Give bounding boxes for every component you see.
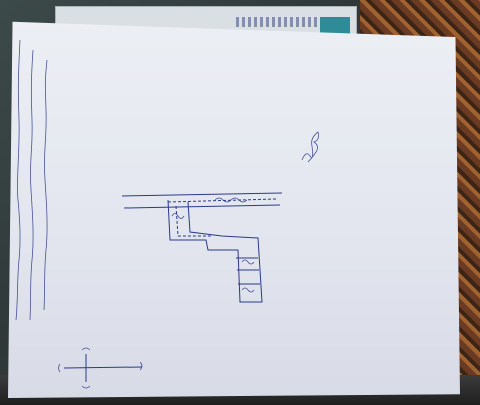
annotation-road-label	[214, 197, 248, 203]
compass-letter-bottom	[81, 385, 91, 389]
handwritten-notes	[15, 39, 48, 321]
sketch-annotations	[171, 131, 319, 293]
annotation-plot-label-c	[241, 287, 255, 293]
compass-horizontal	[63, 366, 143, 369]
handwritten-line-2	[29, 49, 34, 321]
compass-letter-top	[81, 347, 91, 351]
road-line-bottom	[123, 204, 281, 209]
plot-boundary	[167, 199, 263, 303]
handwritten-line-1	[15, 39, 21, 321]
compass-mark	[58, 347, 143, 389]
handwritten-line-3	[43, 59, 48, 311]
paper-sheet	[8, 21, 460, 398]
annotation-plot-label-a	[171, 213, 185, 219]
plot-outline	[167, 199, 263, 303]
compass-letter-right	[139, 361, 143, 371]
compass-letter-left	[58, 363, 61, 373]
annotation-plot-label-b	[241, 259, 255, 265]
annotation-upper-right	[301, 131, 319, 163]
document-strip-teal-mark	[320, 17, 350, 35]
road-line-top	[121, 192, 283, 197]
plot-inner-boundary	[175, 205, 212, 237]
document-strip-text-marks	[236, 17, 326, 27]
road-lines	[121, 192, 283, 209]
road-line-inner	[167, 198, 277, 203]
